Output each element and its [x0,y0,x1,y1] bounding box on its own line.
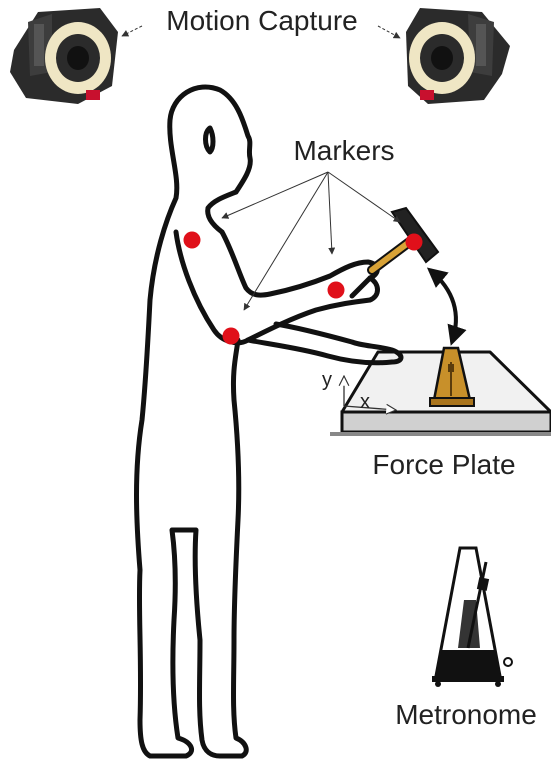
human-figure [134,84,404,759]
metronome-label: Metronome [395,699,537,730]
camera-left-arrow [121,25,143,37]
camera-right-icon [406,8,510,104]
metronome-icon [432,546,513,687]
force-plate-label: Force Plate [372,449,515,480]
marker-elbow [222,327,240,345]
marker-shoulder [183,231,201,249]
marker-hammer [405,233,423,251]
hammer-icon [367,206,440,275]
swing-arrow [426,267,467,346]
camera-left-icon [10,8,118,104]
camera-right-arrow [377,25,401,39]
axis-x-label: x [360,391,370,413]
motion-capture-label: Motion Capture [166,5,357,36]
axis-y-label: y [322,369,332,391]
plate-metronome-icon [429,346,475,407]
marker-wrist [327,281,345,299]
markers-label: Markers [293,135,394,166]
marker-pointers [221,171,401,311]
force-plate-axes [344,376,396,410]
